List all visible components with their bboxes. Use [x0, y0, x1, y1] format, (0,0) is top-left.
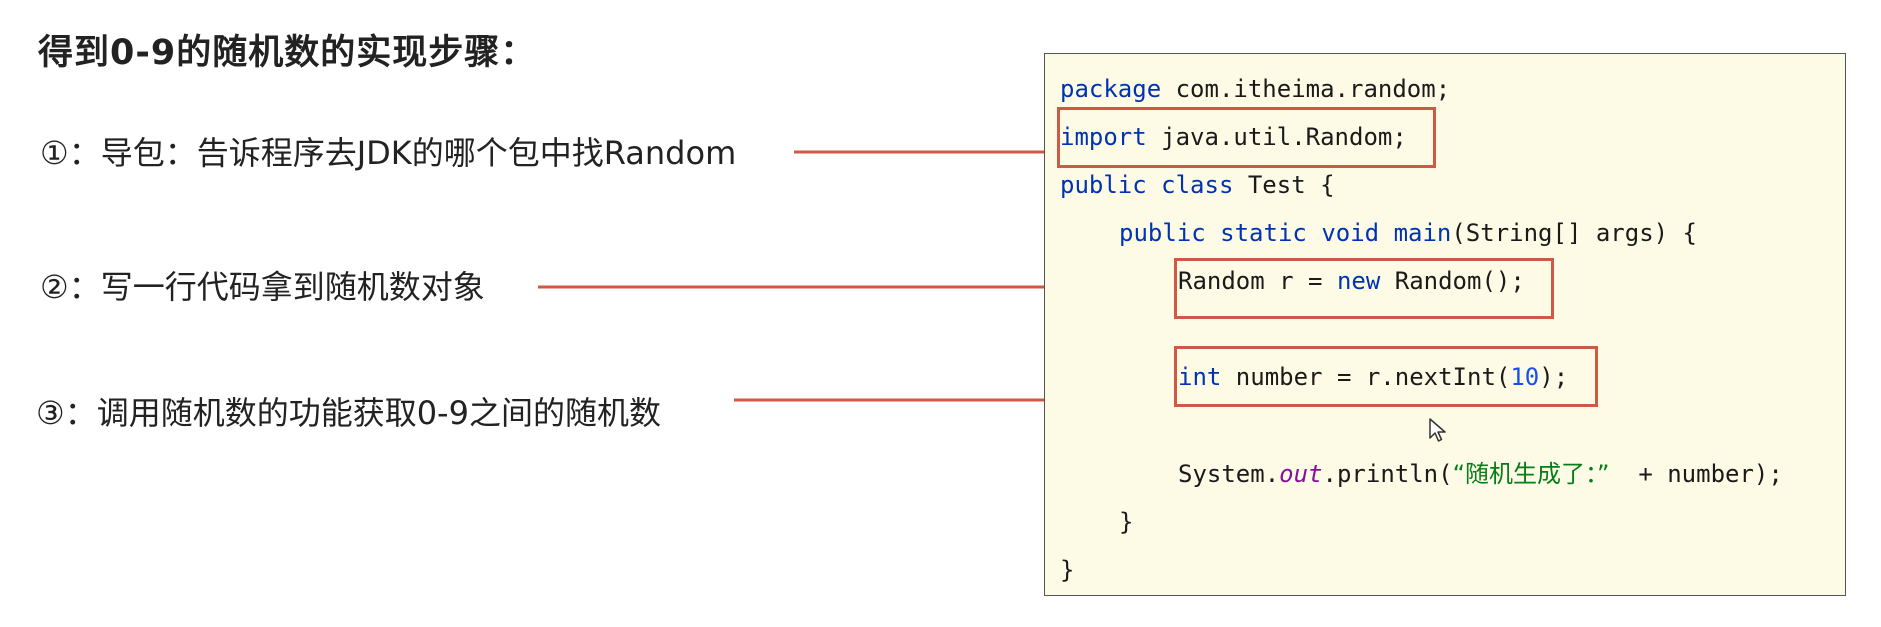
step-2-create-random-object: ②：写一行代码拿到随机数对象 [40, 268, 485, 306]
code-line-close-method: } [1119, 508, 1134, 536]
mouse-cursor-icon [1429, 418, 1446, 442]
code-line-import: import java.util.Random; [1060, 123, 1407, 151]
keyword-import: import [1060, 123, 1147, 151]
keyword-package: package [1060, 75, 1162, 103]
code-line-close-class: } [1060, 556, 1075, 584]
highlight-import [1057, 107, 1436, 168]
code-line-main-method: public static void main(String[] args) { [1119, 219, 1697, 247]
highlight-next-int [1174, 346, 1598, 407]
code-line-println: System.out.println(“随机生成了：” + number); [1178, 460, 1783, 488]
code-block [1044, 53, 1846, 596]
step-1-import-package: ①：导包：告诉程序去JDK的哪个包中找Random [40, 134, 737, 172]
page-title: 得到0-9的随机数的实现步骤： [38, 33, 537, 73]
code-line-next-int: int number = r.nextInt(10); [1178, 363, 1569, 391]
code-line-package: package com.itheima.random; [1060, 75, 1451, 103]
code-line-class-declaration: public class Test { [1060, 171, 1335, 199]
highlight-new-random [1174, 258, 1554, 319]
step-3-get-random-number: ③：调用随机数的功能获取0-9之间的随机数 [36, 394, 661, 432]
code-line-new-random: Random r = new Random(); [1178, 267, 1525, 295]
